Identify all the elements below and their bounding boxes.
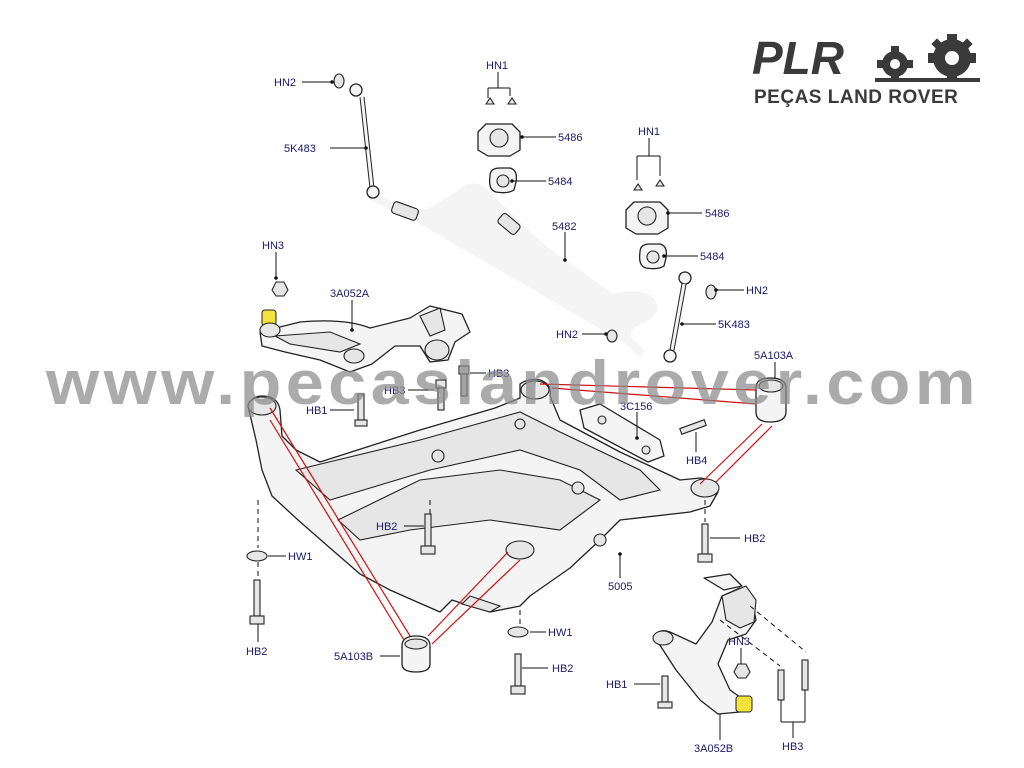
bolt-hb1-a — [354, 393, 368, 427]
label-hn1-a: HN1 — [486, 60, 508, 72]
label-hn3-b: HN3 — [728, 636, 750, 648]
bolt-hb2-c — [249, 579, 265, 625]
clamp-5486-a — [477, 97, 521, 157]
bolt-hb1-b — [657, 675, 673, 709]
bolt-hb2-d — [510, 653, 526, 695]
label-hb3-b: HB3 — [488, 368, 509, 380]
label-5486-b: 5486 — [705, 208, 729, 220]
gear-icon — [875, 34, 980, 82]
label-3a052b: 3A052B — [694, 743, 733, 755]
leader-lines — [257, 72, 806, 740]
lower-arm-3a052a — [259, 305, 471, 373]
watermark-url: www.pecaslandrover.com — [45, 349, 980, 418]
fasteners — [246, 281, 809, 709]
bolt-hb2-b — [697, 523, 713, 563]
bolt-hb3-c — [777, 659, 809, 701]
label-5482: 5482 — [552, 221, 576, 233]
bush-5a103b — [401, 635, 431, 673]
stabilizer-link-left — [333, 73, 380, 199]
logo-brand: PLR — [752, 32, 844, 84]
logo-subtitle: PEÇAS LAND ROVER — [754, 87, 958, 108]
label-hb3-c: HB3 — [782, 741, 803, 753]
subframe-5005 — [247, 378, 720, 613]
washer-hw1-a — [246, 550, 268, 562]
label-hn1-b: HN1 — [638, 126, 660, 138]
label-hb2-d: HB2 — [552, 663, 573, 675]
label-5484-b: 5484 — [700, 251, 724, 263]
bush-5484-a — [488, 167, 518, 194]
bush-5484-b — [638, 243, 668, 270]
washer-hw1-b — [507, 626, 529, 638]
label-hw1-b: HW1 — [548, 627, 572, 639]
label-5a103a: 5A103A — [754, 350, 794, 362]
label-hb2-a: HB2 — [376, 521, 397, 533]
label-hb2-c: HB2 — [246, 646, 267, 658]
bolt-hb2-a — [420, 513, 436, 555]
bracket-3c156 — [579, 403, 665, 463]
label-hb3-a: HB3 — [384, 385, 405, 397]
lower-arm-3a052b — [652, 573, 757, 715]
label-3a052a: 3A052A — [330, 288, 370, 300]
label-5k483-b: 5K483 — [718, 319, 750, 331]
label-hb1-a: HB1 — [306, 405, 327, 417]
label-hn2-b: HN2 — [746, 285, 768, 297]
label-hn2-a: HN2 — [274, 77, 296, 89]
stabilizer-bar — [368, 183, 658, 356]
red-indicator-lines — [269, 383, 773, 645]
label-5484-a: 5484 — [548, 176, 572, 188]
label-5k483-a: 5K483 — [284, 143, 316, 155]
label-hw1-a: HW1 — [288, 551, 312, 563]
label-hn3-a: HN3 — [262, 240, 284, 252]
part-labels: HN2 5K483 HN1 5486 5484 5482 HN1 5486 54… — [246, 60, 803, 755]
label-3c156: 3C156 — [620, 401, 652, 413]
label-hb4: HB4 — [686, 455, 707, 467]
bolt-hb3-a — [435, 379, 447, 411]
label-hb2-b: HB2 — [744, 533, 765, 545]
bolt-hb3-b — [458, 365, 470, 397]
clamp-5486-b — [625, 179, 669, 235]
label-hn2-c: HN2 — [556, 329, 578, 341]
label-5486-a: 5486 — [558, 132, 582, 144]
label-hb1-b: HB1 — [606, 679, 627, 691]
label-5a103b: 5A103B — [334, 651, 373, 663]
bolt-hb4 — [679, 419, 707, 435]
label-5005: 5005 — [608, 581, 632, 593]
plr-logo: PLR PEÇAS LAND ROVER — [752, 32, 980, 108]
stabilizer-link-right — [606, 271, 717, 363]
centerlines — [257, 500, 807, 667]
bush-5a103a — [755, 377, 787, 423]
